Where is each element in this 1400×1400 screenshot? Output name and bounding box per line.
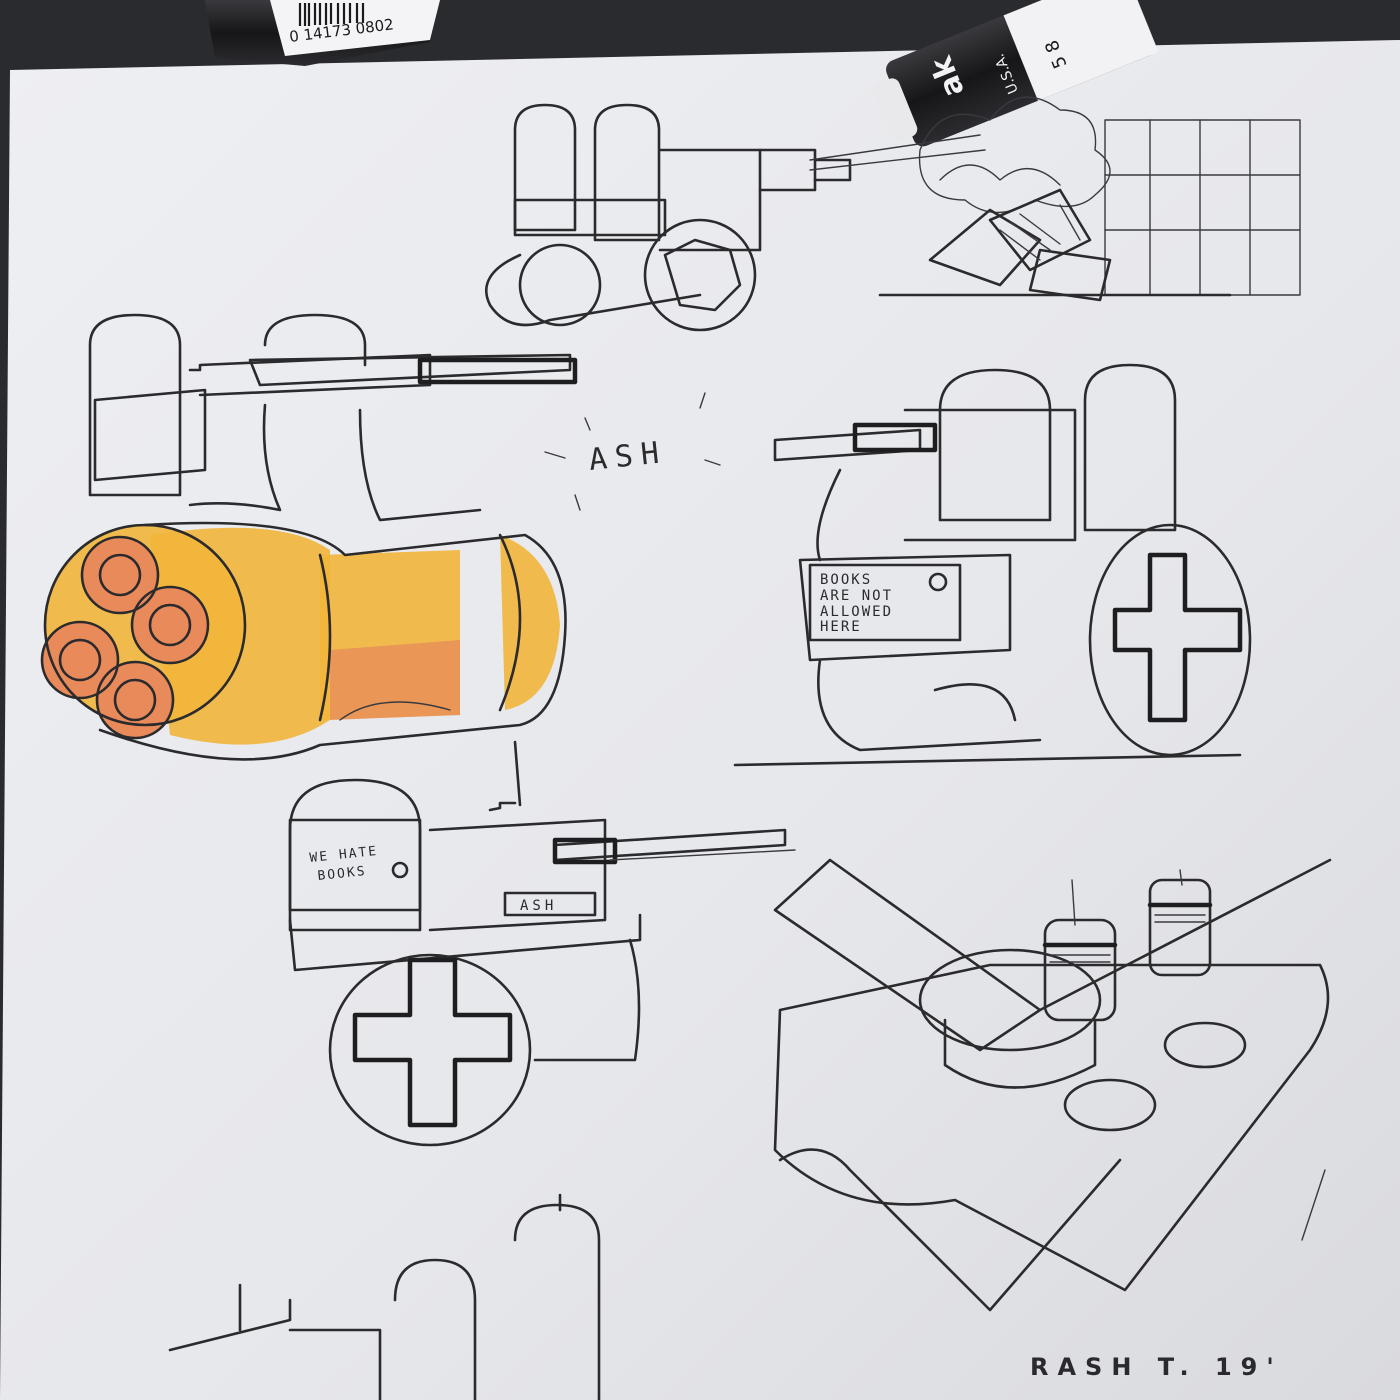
sketch-isometric-tank <box>773 858 1332 1312</box>
barcode-icon <box>298 3 365 26</box>
sketch-middle-robot: WE HATE BOOKS ASH <box>288 740 796 1147</box>
sketch-top-robot <box>484 103 986 332</box>
svg-text:HERE: HERE <box>820 619 862 635</box>
svg-text:ALLOWED: ALLOWED <box>820 604 893 620</box>
svg-text:BOOKS: BOOKS <box>820 572 872 588</box>
svg-text:WE HATE: WE HATE <box>309 844 379 866</box>
right-robot-sign: BOOKS ARE NOT ALLOWED HERE <box>820 572 893 635</box>
middle-robot-sign: WE HATE BOOKS <box>309 844 379 884</box>
sketch-ash-label: ASH <box>544 392 721 511</box>
artist-signature: RASH T. 19' <box>1030 1353 1283 1381</box>
svg-text:ARE NOT: ARE NOT <box>820 588 893 604</box>
middle-robot-badge: ASH <box>520 898 557 914</box>
marker-left: 0 14173 0802 <box>205 0 440 66</box>
ash-label: ASH <box>587 435 668 478</box>
svg-text:BOOKS: BOOKS <box>317 864 367 884</box>
marker-right: ak U.S.A. 5 8 <box>872 0 1159 147</box>
sketch-bottom-robot <box>168 1193 601 1400</box>
sketch-right-robot: BOOKS ARE NOT ALLOWED HERE <box>733 363 1252 767</box>
sketch-left-robot <box>40 313 578 761</box>
sketch-bookshelf-explosion <box>878 96 1301 302</box>
